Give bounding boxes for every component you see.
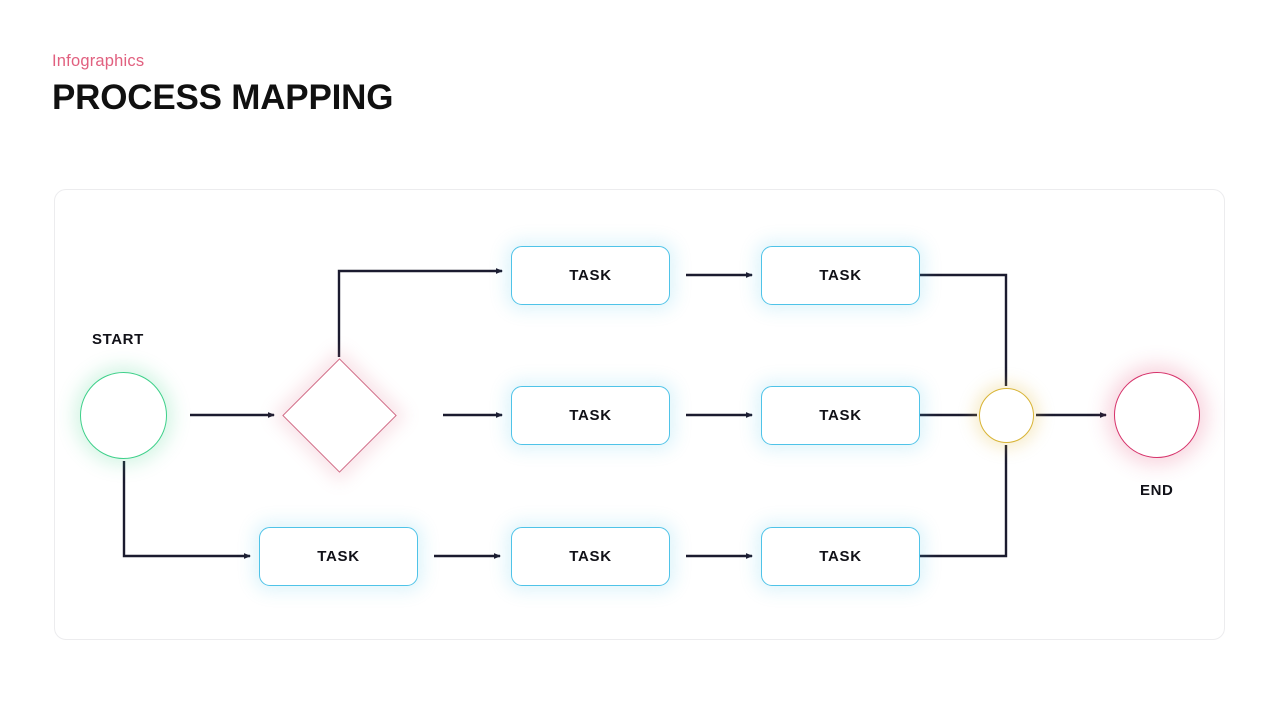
page-header: Infographics PROCESS MAPPING <box>52 52 752 118</box>
task-box-bottom-3[interactable]: TASK <box>761 527 920 586</box>
task-label: TASK <box>819 267 862 284</box>
start-node[interactable] <box>80 372 167 459</box>
task-label: TASK <box>317 548 360 565</box>
task-box-middle-1[interactable]: TASK <box>511 386 670 445</box>
end-node-label: END <box>1140 482 1174 499</box>
decision-node[interactable] <box>281 357 397 473</box>
eyebrow-label: Infographics <box>52 52 145 70</box>
start-node-label: START <box>92 331 144 348</box>
task-box-bottom-1[interactable]: TASK <box>259 527 418 586</box>
diamond-shape <box>281 357 397 473</box>
task-label: TASK <box>819 548 862 565</box>
page-title: PROCESS MAPPING <box>52 77 394 117</box>
task-box-middle-2[interactable]: TASK <box>761 386 920 445</box>
task-label: TASK <box>819 407 862 424</box>
end-node[interactable] <box>1114 372 1200 458</box>
task-label: TASK <box>569 407 612 424</box>
task-label: TASK <box>569 267 612 284</box>
task-box-top-2[interactable]: TASK <box>761 246 920 305</box>
task-box-bottom-2[interactable]: TASK <box>511 527 670 586</box>
merge-node[interactable] <box>979 388 1034 443</box>
task-label: TASK <box>569 548 612 565</box>
task-box-top-1[interactable]: TASK <box>511 246 670 305</box>
